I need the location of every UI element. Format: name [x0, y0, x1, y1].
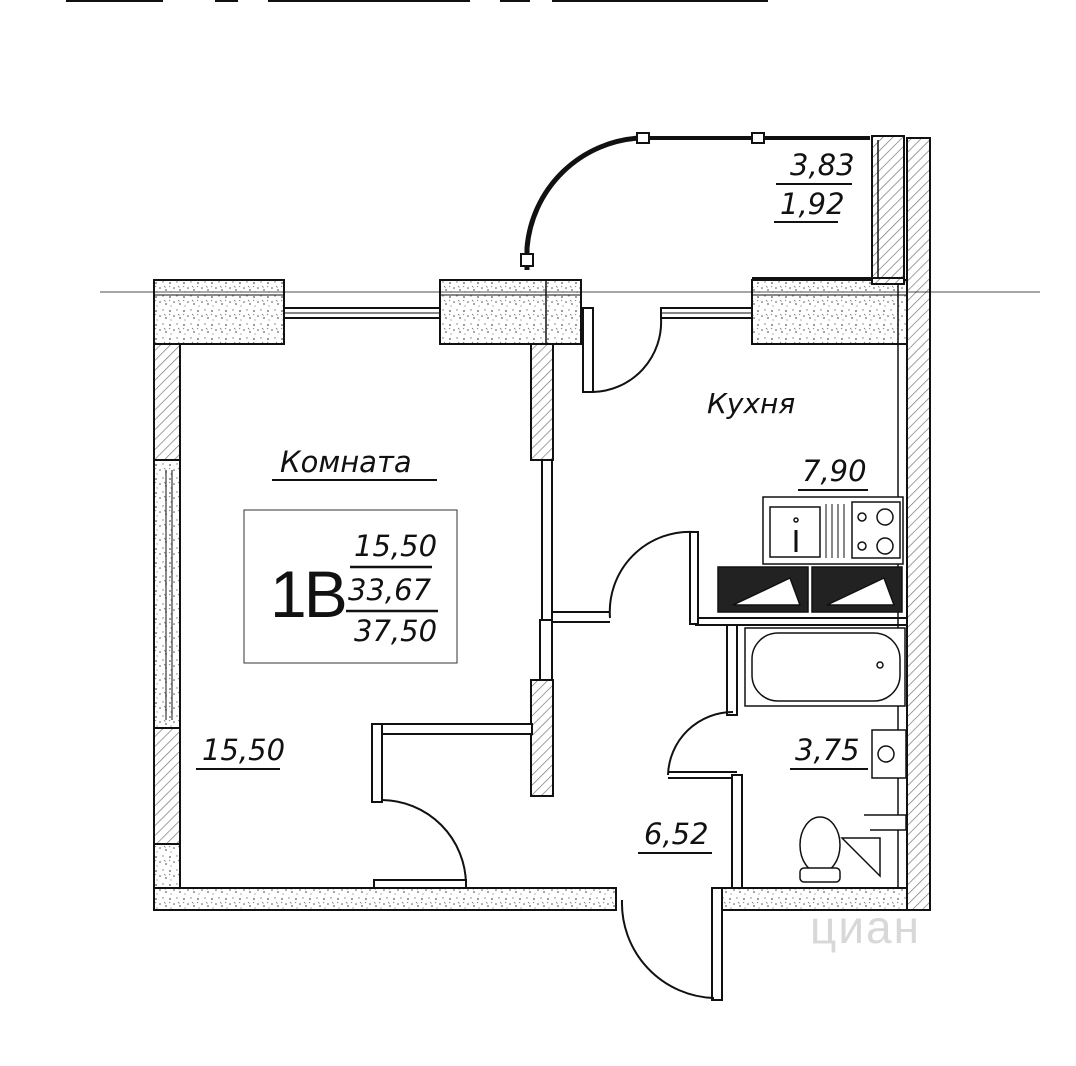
- top-wall-left: [153, 279, 285, 345]
- labels: 3,83 1,92 Кухня 7,90 Комната 15,50 3,75 …: [196, 148, 868, 854]
- left-wall-mid: [153, 459, 181, 729]
- bathroom-fixtures: [744, 627, 907, 883]
- living-area: 15,50: [354, 529, 437, 563]
- hallway-area: 6,52: [644, 817, 709, 851]
- balcony-door: [582, 307, 663, 393]
- balcony-area-reduced: 1,92: [780, 187, 845, 221]
- top-wall-middle: [439, 279, 582, 345]
- balcony: [520, 132, 905, 344]
- interior-walls: [371, 343, 907, 1001]
- watermark-logo: циан: [810, 901, 921, 953]
- total-area: 33,67: [348, 573, 432, 607]
- door-swings: [373, 530, 734, 999]
- room-name: Комната: [280, 445, 412, 479]
- balcony-area-full: 3,83: [790, 148, 855, 182]
- left-wall-lower: [153, 727, 181, 845]
- top-wall-right: [751, 279, 908, 345]
- kitchen-name: Кухня: [707, 387, 795, 420]
- right-wall: [906, 137, 931, 911]
- left-wall-upper: [153, 343, 181, 461]
- windows: [100, 291, 1040, 319]
- total-with-balcony-area: 37,50: [354, 614, 437, 648]
- bottom-wall-left: [153, 887, 617, 911]
- toilet-icon: [799, 816, 841, 874]
- apartment-type: 1В: [270, 557, 345, 631]
- kitchen-area: 7,90: [802, 454, 867, 488]
- kitchen-fixtures: [717, 496, 904, 613]
- room-area: 15,50: [202, 733, 285, 767]
- apartment-summary: 1В 15,50 33,67 37,50: [243, 509, 458, 664]
- bathroom-area: 3,75: [795, 733, 860, 767]
